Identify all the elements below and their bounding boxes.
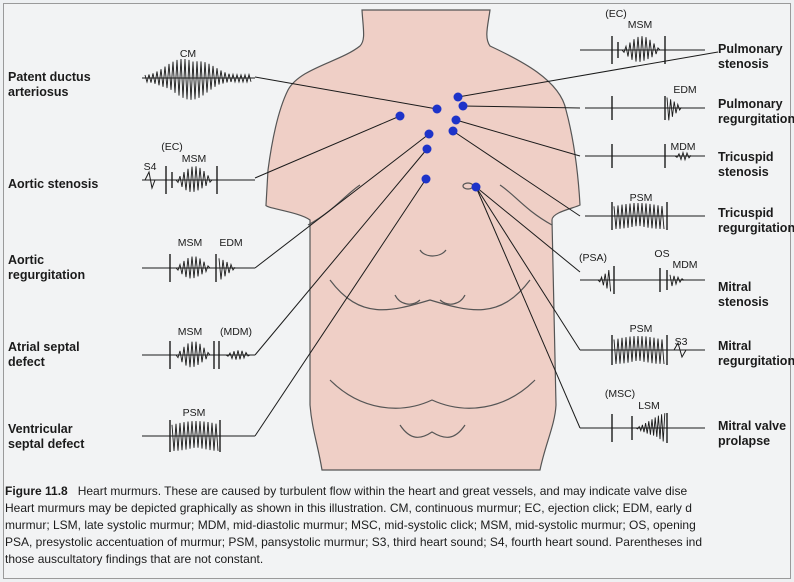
tag-ps-msm: MSM bbox=[628, 19, 653, 31]
trace-ms-psa bbox=[597, 269, 612, 292]
tag-as-msm: MSM bbox=[182, 153, 207, 165]
leader-mr bbox=[475, 186, 581, 351]
trace-pda-murmur bbox=[144, 58, 252, 100]
trace-ar-msm bbox=[175, 256, 211, 279]
tag-ar-edm: EDM bbox=[219, 237, 242, 249]
label-mitral-valve-prolapse: Mitral valve prolapse bbox=[718, 419, 787, 448]
tag-ps-ec: (EC) bbox=[605, 8, 627, 20]
tag-vsd-psm: PSM bbox=[183, 407, 206, 419]
point-tricuspid-stenosis bbox=[451, 115, 461, 125]
trace-as-murmur bbox=[175, 166, 213, 192]
label-tricuspid-regurgitation: Tricuspid regurgitation bbox=[718, 206, 794, 235]
label-ventricular-septal-defect: Ventricular septal defect bbox=[8, 422, 85, 451]
point-aortic-regurgitation bbox=[424, 129, 434, 139]
leader-ar bbox=[254, 133, 430, 269]
trace-asd-msm bbox=[175, 341, 211, 368]
leader-vsd bbox=[254, 178, 427, 437]
tag-mvp-lsm: LSM bbox=[638, 400, 660, 412]
leader-pda bbox=[254, 76, 438, 110]
leader-ts bbox=[455, 119, 581, 157]
caption-heading: Figure 11.8 bbox=[5, 484, 68, 498]
point-mitral bbox=[471, 182, 481, 192]
leader-tr bbox=[452, 130, 581, 217]
trace-ps-murmur bbox=[621, 36, 661, 62]
tag-ar-msm: MSM bbox=[178, 237, 203, 249]
tag-ms-psa: (PSA) bbox=[579, 252, 607, 264]
tag-mvp-msc: (MSC) bbox=[605, 388, 635, 400]
tag-ts-mdm: MDM bbox=[670, 141, 695, 153]
point-atrial-septal bbox=[422, 144, 432, 154]
caption-line-3: murmur; LSM, late systolic murmur; MDM, … bbox=[5, 518, 696, 532]
leader-ms bbox=[475, 186, 581, 273]
tag-asd-mdm: (MDM) bbox=[220, 326, 252, 338]
point-tricuspid-regurgitation bbox=[448, 126, 458, 136]
trace-as-s4 bbox=[144, 170, 156, 190]
figure-caption: Figure 11.8 Heart murmurs. These are caus… bbox=[5, 483, 790, 578]
label-pulmonary-regurgitation: Pulmonary regurgitation bbox=[718, 97, 794, 126]
torso-skin bbox=[265, 9, 581, 471]
trace-mvp-lsm bbox=[635, 413, 666, 442]
tag-mr-s3: S3 bbox=[675, 336, 688, 348]
label-atrial-septal-defect: Atrial septal defect bbox=[8, 340, 80, 369]
torso-illustration bbox=[265, 9, 581, 471]
tag-ms-mdm: MDM bbox=[672, 259, 697, 271]
leader-pr bbox=[462, 105, 581, 109]
tag-as-s4: S4 bbox=[144, 161, 157, 173]
trace-ts-mdm bbox=[674, 150, 692, 162]
label-aortic-stenosis: Aortic stenosis bbox=[8, 177, 99, 191]
tag-pda-cm: CM bbox=[180, 48, 196, 60]
caption-line-2: Heart murmurs may be depicted graphicall… bbox=[5, 501, 692, 515]
tag-tr-psm: PSM bbox=[630, 192, 653, 204]
tag-asd-msm: MSM bbox=[178, 326, 203, 338]
leader-lines bbox=[254, 51, 719, 437]
point-pda bbox=[432, 104, 442, 114]
leader-mvp bbox=[475, 186, 581, 429]
caption-text-1: Heart murmurs. These are caused by turbu… bbox=[77, 484, 688, 498]
trace-mr-s3 bbox=[673, 341, 687, 359]
leader-ps bbox=[457, 51, 719, 98]
trace-ms-mdm bbox=[669, 274, 685, 287]
caption-line-4: PSA, presystolic accentuation of murmur;… bbox=[5, 535, 703, 549]
caption-line-5: those auscultatory findings that are not… bbox=[5, 552, 264, 566]
leader-as bbox=[254, 115, 401, 179]
trace-vsd-murmur bbox=[171, 420, 219, 452]
label-mitral-regurgitation: Mitral regurgitation bbox=[718, 339, 794, 368]
point-pulmonary-upper bbox=[453, 92, 463, 102]
trace-tr-murmur bbox=[613, 202, 665, 230]
auscultation-points bbox=[395, 92, 481, 192]
point-pulmonary-regurgitation bbox=[458, 101, 468, 111]
murmur-diagram: CM (EC) S4 MSM MSM EDM MSM (MDM) PSM (EC… bbox=[142, 8, 719, 471]
leader-asd bbox=[254, 148, 428, 356]
tag-pr-edm: EDM bbox=[673, 84, 696, 96]
point-ventricular-septal bbox=[421, 174, 431, 184]
label-patent-ductus-arteriosus: Patent ductus arteriosus bbox=[8, 70, 91, 99]
trace-pr-edm bbox=[666, 97, 682, 121]
label-tricuspid-stenosis: Tricuspid stenosis bbox=[718, 150, 774, 179]
trace-mr-murmur bbox=[613, 335, 665, 365]
trace-asd-mdm bbox=[225, 350, 251, 360]
label-mitral-stenosis: Mitral stenosis bbox=[718, 280, 769, 309]
waveform-traces bbox=[142, 36, 705, 452]
tag-ms-os: OS bbox=[654, 248, 669, 260]
point-aortic bbox=[395, 111, 405, 121]
tag-mr-psm: PSM bbox=[630, 323, 653, 335]
caption-line-1: Figure 11.8 Heart murmurs. These are caus… bbox=[5, 483, 790, 500]
tag-as-ec: (EC) bbox=[161, 141, 183, 153]
label-pulmonary-stenosis: Pulmonary stenosis bbox=[718, 42, 783, 71]
waveform-tags: CM (EC) S4 MSM MSM EDM MSM (MDM) PSM (EC… bbox=[144, 8, 698, 419]
trace-ar-edm bbox=[218, 258, 236, 280]
label-aortic-regurgitation: Aortic regurgitation bbox=[8, 253, 86, 282]
